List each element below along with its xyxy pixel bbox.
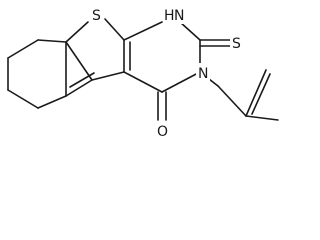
bond-th-2 (104, 18, 125, 41)
bond-cy-4 (37, 95, 67, 109)
thione-sulfur-label: S (232, 36, 241, 52)
bond-th-4 (91, 71, 125, 81)
bond-cy-1 (7, 39, 39, 59)
bond-th-5b (69, 72, 95, 88)
molecule-canvas: S H N S N O (7, 6, 279, 140)
bond-py-5 (123, 71, 163, 93)
sulfur-ring-label: S (92, 8, 101, 24)
bond-th-6 (65, 41, 93, 81)
bond-cy-6 (37, 39, 67, 43)
bond-py-2 (179, 21, 201, 41)
carbonyl-oxygen-label: O (157, 124, 168, 140)
n3-nitrogen-label: N (198, 66, 208, 82)
bond-th-5 (65, 79, 93, 97)
nh-hydrogen-label: H (164, 8, 175, 24)
bond-ch-3b (251, 73, 271, 115)
bond-ch-3 (245, 69, 267, 117)
molecule-structure: S H N S N O (7, 6, 279, 140)
bond-cy-3 (7, 89, 39, 109)
bond-th-1 (65, 21, 89, 43)
bond-py-4 (161, 71, 201, 93)
bond-ch-4 (245, 115, 279, 121)
bond-ch-2 (217, 85, 247, 117)
bond-py-1 (123, 21, 163, 41)
nh-nitrogen-label: N (174, 8, 184, 24)
